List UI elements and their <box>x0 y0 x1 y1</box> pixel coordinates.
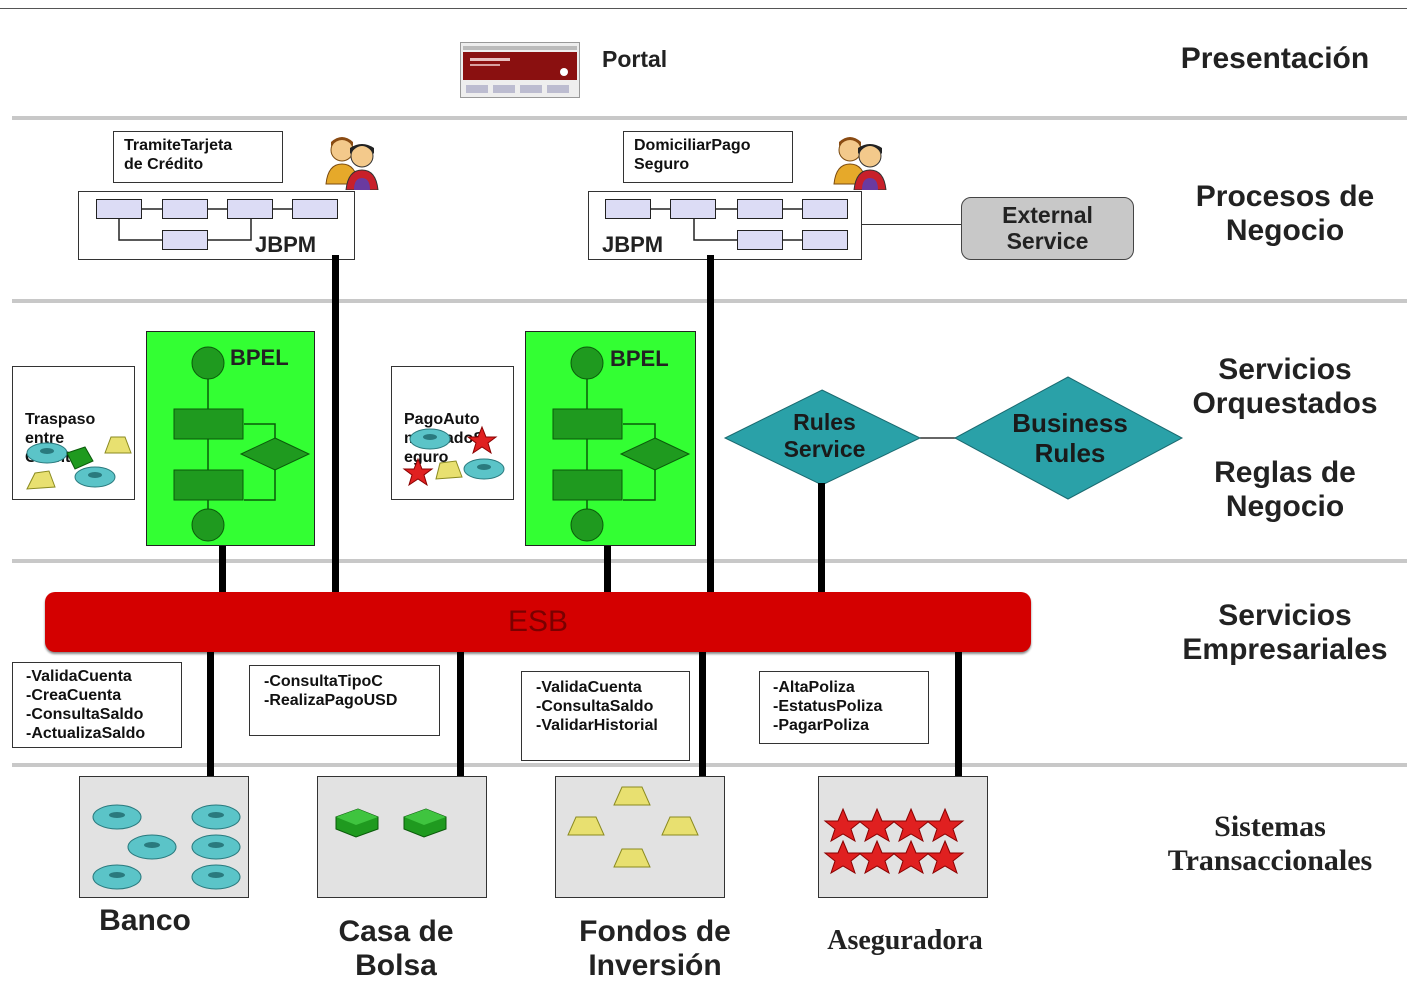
workflow-task <box>227 199 273 219</box>
system-name: Fondos de Inversión <box>550 915 760 983</box>
external-service-box: External Service <box>961 197 1134 260</box>
layer-label-line: Procesos de <box>1195 180 1375 213</box>
layer-label-line: Servicios <box>1218 353 1352 386</box>
portal-thumbnail <box>460 42 580 98</box>
workflow-task <box>802 230 848 250</box>
rules-service-label-line: Service <box>783 436 866 462</box>
process-name-box: DomiciliarPago Seguro <box>623 131 793 183</box>
layer-label-presentacion: Presentación <box>1180 42 1370 75</box>
business-rules-label: Business Rules <box>988 408 1152 468</box>
layer-label-transaccionales: Sistemas Transaccionales <box>1135 810 1405 878</box>
jbpm-workflow: JBPM <box>588 191 862 260</box>
system-casa-de-bolsa <box>317 776 487 898</box>
system-banco <box>79 776 249 898</box>
connector-line <box>699 652 706 776</box>
layer-label-line: Sistemas <box>1214 810 1326 843</box>
operations-box: -ConsultaTipoC -RealizaPagoUSD <box>249 665 440 736</box>
connector-line <box>707 255 714 593</box>
connector-line <box>604 546 611 593</box>
connector-line <box>818 483 825 593</box>
workflow-task <box>802 199 848 219</box>
operations-box: -ValidaCuenta -ConsultaSaldo -ValidarHis… <box>521 671 690 761</box>
jbpm-label: JBPM <box>602 232 664 257</box>
layer-separator <box>12 116 1407 120</box>
jbpm-workflow: JBPM <box>78 191 355 260</box>
system-name-line: Bolsa <box>355 949 437 982</box>
components-icon <box>402 425 505 487</box>
layer-label-reglas: Reglas de Negocio <box>1170 456 1400 524</box>
portal-label: Portal <box>602 46 668 72</box>
bpel-process: BPEL <box>525 331 696 546</box>
system-aseguradora <box>818 776 988 898</box>
frustum-icons <box>567 786 699 868</box>
torus-icons <box>92 804 241 890</box>
esb-bus: ESB <box>45 592 1031 652</box>
connector-line <box>332 255 339 593</box>
workflow-task <box>292 199 338 219</box>
layer-label-line: Negocio <box>1225 490 1345 523</box>
layer-label-procesos: Procesos de Negocio <box>1170 180 1400 248</box>
layer-label-line: Reglas de <box>1214 456 1356 489</box>
layer-label-orquestados: Servicios Orquestados <box>1170 353 1400 421</box>
bpel-label: BPEL <box>230 345 289 370</box>
jbpm-label: JBPM <box>255 232 317 257</box>
orchestrated-service-box: PagoAuto matizadoS eguro <box>391 366 514 500</box>
layer-label-line: Transaccionales <box>1167 844 1373 877</box>
cube-icons <box>335 808 447 838</box>
rules-service-label-line: Rules <box>793 409 856 435</box>
bpel-process: BPEL <box>146 331 315 546</box>
workflow-task <box>737 230 783 250</box>
orchestrated-service-box: Traspaso entre Cuentas <box>12 366 135 500</box>
business-rules-diamond <box>953 376 1184 500</box>
system-fondos-de-inversion <box>555 776 725 898</box>
connector-line <box>955 652 962 776</box>
business-rules-label-line: Business <box>1012 408 1128 438</box>
system-name-line: Inversión <box>588 949 722 982</box>
users-icon <box>830 134 892 195</box>
esb-label: ESB <box>507 605 569 638</box>
workflow-task <box>737 199 783 219</box>
connector-line <box>219 546 226 593</box>
workflow-task <box>162 199 208 219</box>
external-service-label: External <box>1002 202 1093 228</box>
layer-label-line: Empresariales <box>1182 633 1388 666</box>
layer-separator <box>12 763 1407 767</box>
connector-line <box>457 652 464 776</box>
system-name: Aseguradora <box>827 925 983 956</box>
workflow-task <box>96 199 142 219</box>
business-rules-label-line: Rules <box>1034 438 1106 468</box>
workflow-task <box>162 230 208 250</box>
star-icons <box>823 807 965 875</box>
operations-box: -ValidaCuenta -CreaCuenta -ConsultaSaldo… <box>12 662 182 748</box>
bpel-label: BPEL <box>610 346 669 371</box>
layer-label-line: Orquestados <box>1192 387 1378 420</box>
external-service-connector <box>862 224 962 225</box>
operations-box: -AltaPoliza -EstatusPoliza -PagarPoliza <box>759 671 929 744</box>
system-name-line: Casa de <box>338 915 454 948</box>
system-name-line: Fondos de <box>579 915 731 948</box>
layer-label-line: Negocio <box>1225 214 1345 247</box>
system-name: Casa de Bolsa <box>310 915 482 983</box>
components-icon <box>26 436 132 490</box>
workflow-task <box>605 199 651 219</box>
external-service-label: Service <box>1006 228 1089 254</box>
process-name-box: TramiteTarjeta de Crédito <box>113 131 283 183</box>
rules-service-label: Rules Service <box>742 409 907 463</box>
layer-label-line: Servicios <box>1218 599 1352 632</box>
connector-line <box>207 652 214 776</box>
users-icon <box>322 134 384 195</box>
system-name: Banco <box>99 904 191 937</box>
top-border <box>0 8 1407 9</box>
layer-label-empresariales: Servicios Empresariales <box>1165 599 1405 667</box>
workflow-task <box>670 199 716 219</box>
